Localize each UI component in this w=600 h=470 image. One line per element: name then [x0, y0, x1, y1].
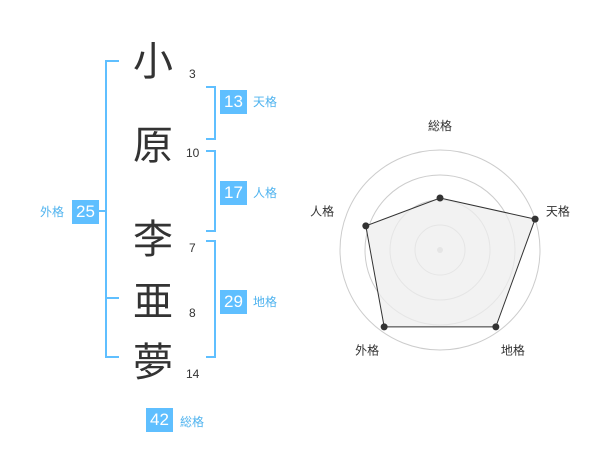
gaikaku-bracket [105, 60, 119, 358]
soukaku-label: 総格 [180, 415, 205, 429]
jinkaku-value: 17 [220, 181, 247, 205]
gaikaku-bracket-tick [105, 297, 119, 299]
kanji-char-5: 夢 [133, 340, 173, 386]
stroke-count-5: 14 [186, 367, 200, 381]
radar-axis-label-3: 地格 [501, 342, 525, 357]
stroke-count-3: 7 [189, 241, 196, 255]
soukaku-value: 42 [146, 408, 173, 432]
gaikaku-value: 25 [72, 200, 99, 224]
tenkaku-value: 13 [220, 90, 247, 114]
chikaku-value: 29 [220, 290, 247, 314]
radar-point-3 [492, 323, 500, 331]
tenkaku-label: 天格 [253, 95, 278, 109]
radar-axis-label-5: 人格 [310, 204, 334, 219]
stroke-count-4: 8 [189, 306, 196, 320]
radar-polygon [365, 197, 536, 328]
radar-point-1 [436, 194, 444, 202]
radar-point-4 [380, 323, 388, 331]
radar-axis-label-1: 総格 [428, 118, 452, 133]
kanji-char-4: 亜 [133, 279, 173, 325]
stroke-count-2: 10 [186, 146, 200, 160]
radar-point-5 [362, 222, 370, 230]
kanji-char-2: 原 [133, 123, 173, 169]
chikaku-label: 地格 [253, 295, 278, 309]
kanji-char-3: 李 [133, 217, 173, 263]
kanji-char-1: 小 [133, 39, 173, 85]
tenkaku-bracket [206, 86, 216, 140]
radar-axis-label-4: 外格 [355, 342, 379, 357]
radar-ring-4 [339, 149, 541, 351]
chikaku-bracket [206, 240, 216, 358]
radar-axis-label-2: 天格 [546, 204, 570, 219]
jinkaku-label: 人格 [253, 186, 278, 200]
radar-point-2 [531, 215, 539, 223]
gaikaku-connector [98, 210, 106, 212]
stroke-count-1: 3 [189, 67, 196, 81]
gaikaku-label: 外格 [40, 205, 65, 219]
jinkaku-bracket [206, 150, 216, 232]
